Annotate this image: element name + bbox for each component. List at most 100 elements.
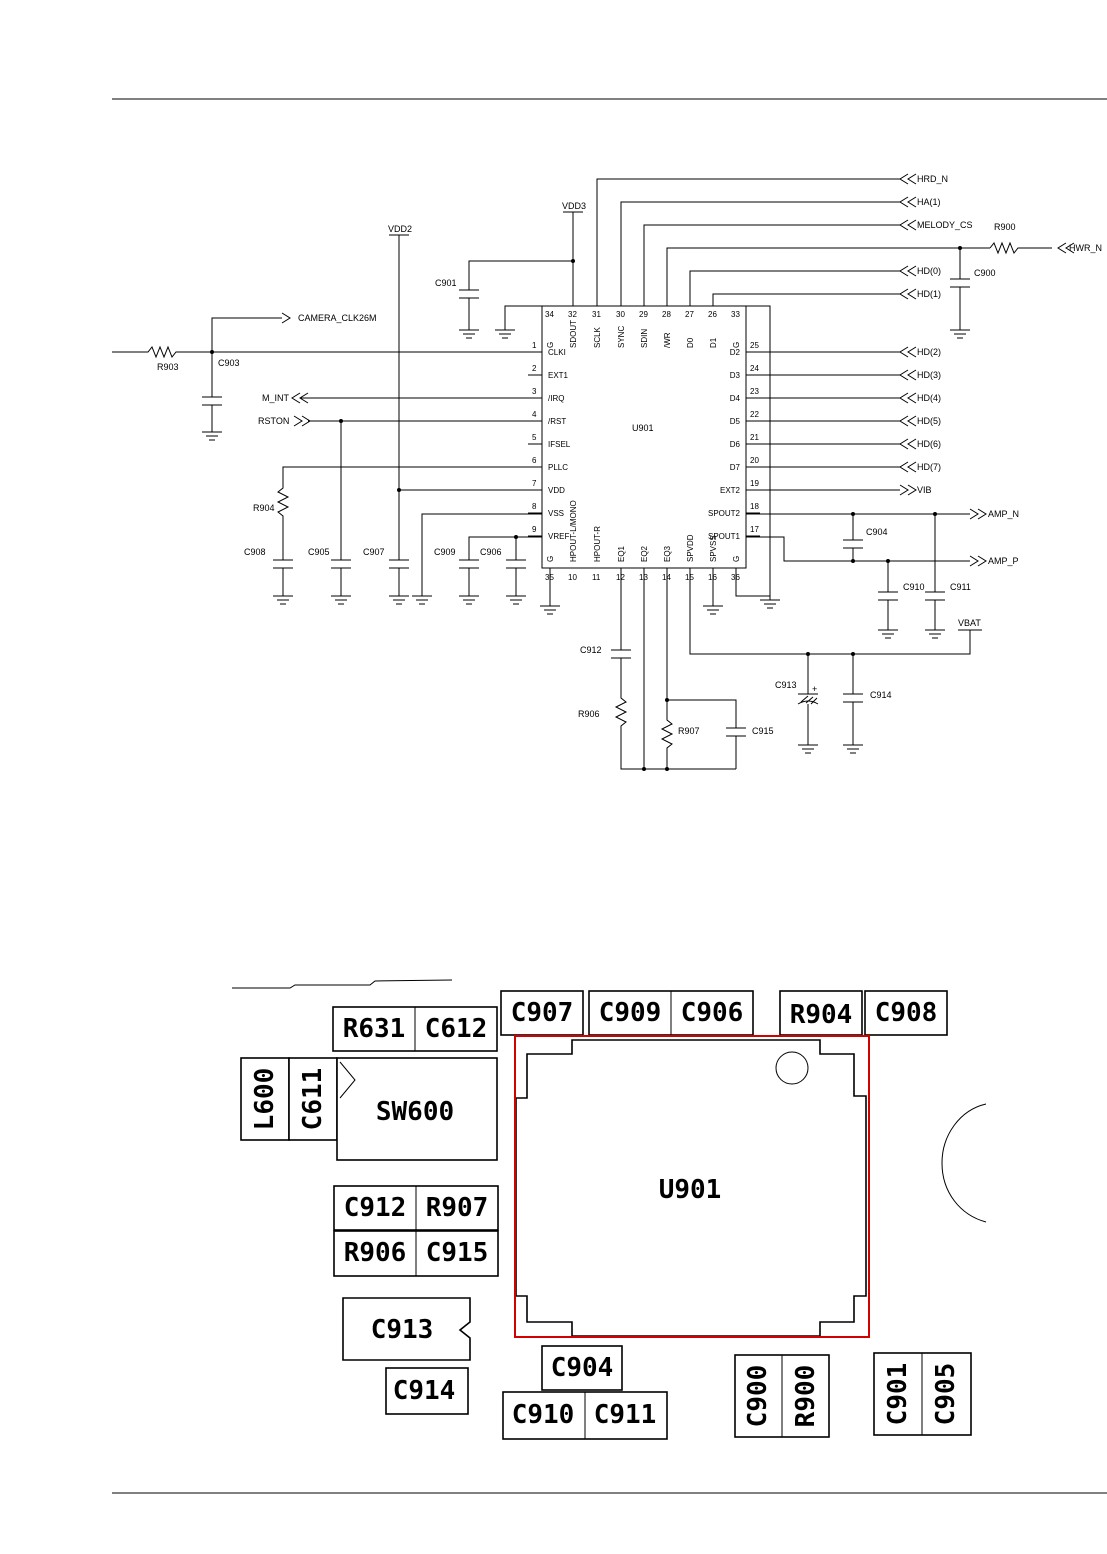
net-amp-p: AMP_P bbox=[988, 556, 1019, 566]
top-net-wires bbox=[596, 178, 990, 600]
part-box-c913 bbox=[342, 1297, 471, 1361]
part-r906: R906 bbox=[344, 1238, 407, 1268]
label-c913: C913 bbox=[775, 680, 797, 690]
pin-number: 34 bbox=[545, 310, 554, 319]
part-box-c914 bbox=[385, 1367, 469, 1415]
pin-number: 1 bbox=[532, 341, 537, 350]
part-l600: L600 bbox=[250, 1068, 280, 1131]
label-c910: C910 bbox=[903, 582, 925, 592]
pin-name: EXT1 bbox=[548, 371, 569, 380]
pin-number: 3 bbox=[532, 387, 537, 396]
pin-name: D1 bbox=[709, 337, 718, 348]
part-box-sw600 bbox=[336, 1057, 498, 1161]
part-box-c611 bbox=[288, 1057, 338, 1141]
part-box-l600 bbox=[240, 1057, 290, 1141]
pin-name: G bbox=[546, 556, 555, 562]
part-c910: C910 bbox=[512, 1400, 575, 1430]
pin-number: 26 bbox=[708, 310, 717, 319]
net-label: HD(6) bbox=[917, 439, 941, 449]
part-c900: C900 bbox=[743, 1365, 773, 1428]
pin-number: 18 bbox=[750, 502, 759, 511]
pin-name: VREF bbox=[548, 532, 569, 541]
net-arrow bbox=[899, 484, 917, 496]
part-box-c908 bbox=[864, 990, 948, 1036]
pin-number: 24 bbox=[750, 364, 759, 373]
part-c905: C905 bbox=[931, 1363, 961, 1426]
pin-name: PLLC bbox=[548, 463, 568, 472]
label-r900: R900 bbox=[994, 222, 1016, 232]
net-amp-n: AMP_N bbox=[988, 509, 1019, 519]
pin-number: 29 bbox=[639, 310, 648, 319]
label-c904: C904 bbox=[866, 527, 888, 537]
pin-number: 11 bbox=[592, 573, 601, 582]
label-c907: C907 bbox=[363, 547, 385, 557]
pin-number: 8 bbox=[532, 502, 537, 511]
pin-name: HPOUT-R bbox=[593, 526, 602, 562]
net-label: HD(2) bbox=[917, 347, 941, 357]
pin-number: 32 bbox=[568, 310, 577, 319]
net-arrow bbox=[899, 415, 917, 427]
pin-name: D2 bbox=[730, 348, 741, 357]
pin-name: G bbox=[546, 342, 555, 348]
net-arrow bbox=[899, 346, 917, 358]
schematic-diagram: U901 1CLKI2EXT13/IRQ4/RST5IFSEL6PLLC7VDD… bbox=[112, 173, 1102, 771]
part-c913: C913 bbox=[371, 1315, 434, 1345]
camera-clk-arrow bbox=[281, 312, 291, 324]
pin-number: 9 bbox=[532, 525, 537, 534]
pin-number: 17 bbox=[750, 525, 759, 534]
label-c908: C908 bbox=[244, 547, 266, 557]
pin-name: D4 bbox=[730, 394, 741, 403]
pin-number: 19 bbox=[750, 479, 759, 488]
label-vdd2: VDD2 bbox=[388, 224, 412, 234]
part-r904: R904 bbox=[790, 1000, 853, 1030]
ground-symbols bbox=[202, 329, 970, 754]
net-arrow bbox=[899, 461, 917, 473]
pin-name: EQ2 bbox=[640, 545, 649, 562]
net-hrd-n: HRD_N bbox=[917, 174, 948, 184]
pin-name: SDOUT bbox=[569, 320, 578, 348]
pin-number: 22 bbox=[750, 410, 759, 419]
part-c908: C908 bbox=[875, 998, 938, 1028]
part-r631: R631 bbox=[343, 1014, 406, 1044]
pin-name: /IRQ bbox=[548, 394, 564, 403]
part-box-c907 bbox=[500, 990, 584, 1036]
label-c906: C906 bbox=[480, 547, 502, 557]
label-r907: R907 bbox=[678, 726, 700, 736]
label-vdd3: VDD3 bbox=[562, 201, 586, 211]
part-c904: C904 bbox=[551, 1353, 614, 1383]
net-hd1: HD(1) bbox=[917, 289, 941, 299]
label-r903: R903 bbox=[157, 362, 179, 372]
amp-p-arrow bbox=[969, 555, 987, 567]
label-c909: C909 bbox=[434, 547, 456, 557]
rston-arrow bbox=[293, 415, 311, 427]
part-r907: R907 bbox=[426, 1193, 489, 1223]
net-arrow bbox=[899, 392, 917, 404]
label-c915: C915 bbox=[752, 726, 774, 736]
pin-name: G bbox=[732, 556, 741, 562]
part-c906: C906 bbox=[681, 998, 744, 1028]
pin-name: SPVSS bbox=[709, 535, 718, 562]
pin-name: EXT2 bbox=[720, 486, 741, 495]
net-melody-cs: MELODY_CS bbox=[917, 220, 973, 230]
net-arrow bbox=[899, 438, 917, 450]
pin-name: CLKI bbox=[548, 348, 566, 357]
label-r904: R904 bbox=[253, 503, 275, 513]
part-sw600: SW600 bbox=[376, 1097, 454, 1127]
part-r900: R900 bbox=[791, 1365, 821, 1428]
label-c911: C911 bbox=[950, 582, 971, 592]
net-camera-clk: CAMERA_CLK26M bbox=[298, 313, 377, 323]
pin-name: D3 bbox=[730, 371, 741, 380]
pin-number: 4 bbox=[532, 410, 537, 419]
pin-name: SPOUT1 bbox=[708, 532, 741, 541]
pin-name: D5 bbox=[730, 417, 741, 426]
ic-u901-ref: U901 bbox=[632, 423, 654, 433]
pin-name: HPOUT-L/MONO bbox=[569, 500, 578, 562]
label-c900: C900 bbox=[974, 268, 996, 278]
part-c909: C909 bbox=[599, 998, 662, 1028]
pin-name: IFSEL bbox=[548, 440, 571, 449]
net-arrow bbox=[899, 369, 917, 381]
ic-left-pins: 1CLKI2EXT13/IRQ4/RST5IFSEL6PLLC7VDD8VSS9… bbox=[528, 341, 571, 541]
label-c903: C903 bbox=[218, 358, 240, 368]
pin-name: /RST bbox=[548, 417, 566, 426]
ic-right-pins: 25D224D323D422D521D620D719EXT218SPOUT217… bbox=[708, 341, 760, 541]
